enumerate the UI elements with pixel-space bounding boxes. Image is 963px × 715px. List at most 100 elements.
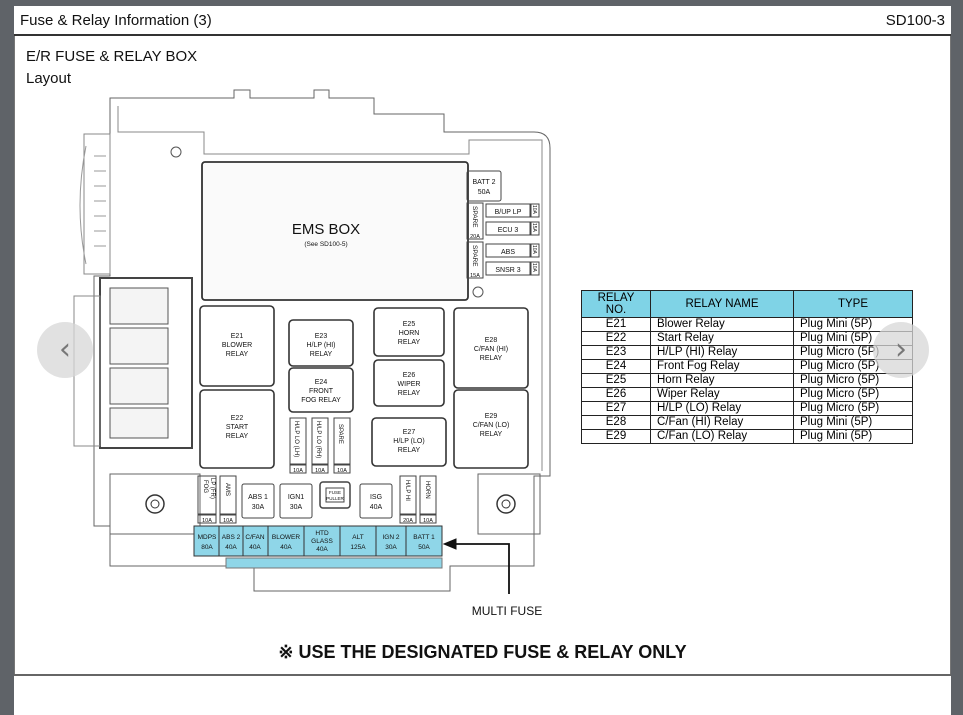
svg-text:BATT 1: BATT 1 (413, 534, 435, 541)
svg-text:40A: 40A (370, 504, 383, 511)
prev-page-button[interactable]: ‹ (37, 322, 93, 378)
svg-text:50A: 50A (418, 544, 430, 551)
svg-text:C/FAN (LO): C/FAN (LO) (473, 422, 510, 429)
svg-text:ISG: ISG (370, 494, 382, 501)
mini-fuse-block: H/LP LO (LH) 10A H/LP LO (RH) 10A SPARE … (289, 417, 351, 474)
col-type: TYPE (793, 290, 913, 318)
svg-text:FUSE: FUSE (329, 490, 341, 495)
svg-text:E27: E27 (403, 429, 416, 436)
section-title: E/R FUSE & RELAY BOX (26, 48, 198, 65)
svg-text:10A: 10A (531, 205, 537, 215)
usage-warning: ※ USE THE DESIGNATED FUSE & RELAY ONLY (278, 642, 687, 662)
svg-text:40A: 40A (280, 544, 292, 551)
svg-text:10A: 10A (337, 468, 347, 474)
svg-text:RELAY: RELAY (398, 390, 421, 397)
svg-text:E24: E24 (315, 379, 328, 386)
relay-e21: E21 BLOWER RELAY (199, 305, 275, 387)
col-relay-name: RELAY NAME (650, 290, 794, 318)
page-code: SD100-3 (885, 12, 945, 29)
col-relay-no: RELAY NO. (581, 290, 651, 318)
svg-text:E22: E22 (231, 415, 244, 422)
svg-text:50A: 50A (478, 189, 491, 196)
page-header: Fuse & Relay Information (3) SD100-3 (14, 6, 951, 36)
svg-text:15A: 15A (531, 223, 537, 233)
svg-text:FOG: FOG (202, 480, 208, 493)
chevron-left-icon: ‹ (59, 332, 71, 367)
svg-text:E21: E21 (231, 333, 244, 340)
svg-text:RELAY: RELAY (226, 433, 249, 440)
svg-text:10A: 10A (202, 518, 212, 524)
next-page-button[interactable]: › (873, 322, 929, 378)
relay-e29: E29 C/FAN (LO) RELAY (453, 389, 529, 469)
relay-e23: E23 H/LP (HI) RELAY (288, 319, 354, 367)
svg-text:30A: 30A (290, 504, 303, 511)
multi-fuse-strip: MDPS 80A ABS 2 40A C/FAN 40A BLOWER 40A … (193, 525, 443, 557)
svg-text:H/LP (LO): H/LP (LO) (393, 438, 424, 445)
page-title: Fuse & Relay Information (3) (20, 12, 212, 29)
svg-text:10A: 10A (423, 518, 433, 524)
svg-text:E26: E26 (403, 372, 416, 379)
svg-text:LP (FR): LP (FR) (209, 478, 215, 499)
right-bolt-housing (477, 473, 541, 535)
svg-text:ABS 2: ABS 2 (222, 534, 241, 541)
multi-fuse-pointer (452, 543, 510, 594)
svg-text:ABS 1: ABS 1 (248, 494, 268, 501)
relay-e26: E26 WIPER RELAY (373, 359, 445, 407)
svg-text:GLASS: GLASS (311, 538, 333, 545)
multi-fuse-base (225, 557, 443, 569)
svg-text:10A: 10A (223, 518, 233, 524)
relay-e24: E24 FRONT FOG RELAY (288, 367, 354, 413)
svg-text:BATT 2: BATT 2 (472, 179, 495, 186)
svg-text:HORN: HORN (424, 481, 430, 499)
svg-text:FOG RELAY: FOG RELAY (301, 397, 341, 404)
relay-e28: E28 C/FAN (HI) RELAY (453, 307, 529, 389)
svg-text:SNSR 3: SNSR 3 (495, 267, 520, 274)
svg-text:HTD: HTD (315, 530, 329, 537)
svg-text:AMS: AMS (224, 483, 230, 496)
relay-e27: E27 H/LP (LO) RELAY (371, 417, 447, 467)
svg-text:40A: 40A (225, 544, 237, 551)
svg-text:H/LP LO (LH): H/LP LO (LH) (293, 421, 299, 457)
svg-text:10A: 10A (315, 468, 325, 474)
svg-text:H/LP (HI): H/LP (HI) (306, 342, 335, 349)
svg-text:30A: 30A (252, 504, 265, 511)
mount-hole (170, 146, 182, 158)
svg-text:RELAY: RELAY (398, 339, 421, 346)
svg-text:RELAY: RELAY (398, 447, 421, 454)
svg-text:C/FAN: C/FAN (245, 534, 264, 541)
svg-text:RELAY: RELAY (480, 355, 503, 362)
svg-text:H/LP LO (RH): H/LP LO (RH) (315, 421, 321, 458)
svg-text:80A: 80A (201, 544, 213, 551)
svg-text:C/FAN (HI): C/FAN (HI) (474, 346, 508, 353)
lower-fuse-row: FOG LP (FR) 10A AMS 10A ABS 1 30A IGN1 3… (197, 475, 437, 524)
mount-hole (472, 286, 484, 298)
svg-text:BLOWER: BLOWER (272, 534, 300, 541)
top-fuse-block: BATT 2 50A SPARE 20A SPARE 15A B/UP LP 1… (466, 170, 540, 279)
svg-text:10A: 10A (531, 263, 537, 273)
relay-e22: E22 START RELAY (199, 389, 275, 469)
svg-text:E23: E23 (315, 333, 328, 340)
svg-text:RELAY: RELAY (480, 431, 503, 438)
svg-text:RELAY: RELAY (226, 351, 249, 358)
svg-text:ABS: ABS (501, 249, 515, 256)
section-subtitle: Layout (26, 70, 72, 87)
svg-text:MDPS: MDPS (198, 534, 217, 541)
arrowhead (442, 538, 457, 550)
svg-text:WIPER: WIPER (398, 381, 421, 388)
svg-text:SPARE: SPARE (337, 424, 343, 444)
svg-text:SPARE: SPARE (471, 245, 478, 267)
svg-text:H/LP HI: H/LP HI (404, 480, 410, 501)
ems-box (201, 161, 469, 301)
ems-box-sub: (See SD100-5) (304, 241, 347, 248)
svg-text:HORN: HORN (399, 330, 420, 337)
svg-text:30A: 30A (385, 544, 397, 551)
bottom-rule (14, 674, 951, 676)
svg-text:10A: 10A (293, 468, 303, 474)
